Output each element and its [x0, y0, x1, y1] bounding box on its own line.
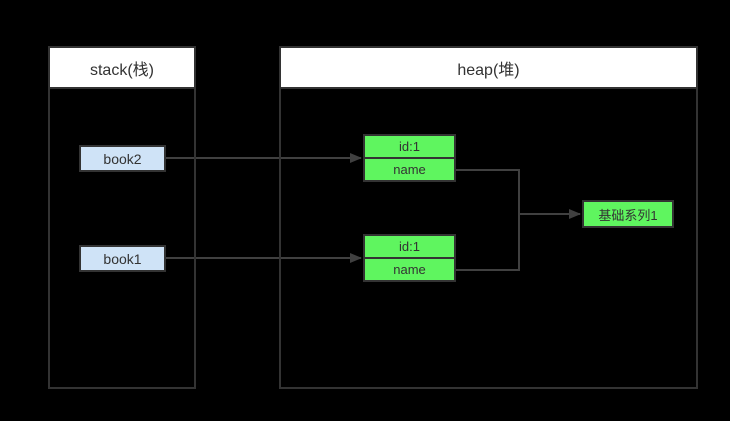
heap-object-1: id:1 name — [363, 134, 456, 182]
heap-object-2-id-field: id:1 — [365, 236, 454, 259]
heap-title: heap(堆) — [281, 48, 696, 89]
stack-container: stack(栈) — [48, 46, 196, 389]
heap-object-2-name-field: name — [393, 262, 426, 277]
stack-variable-book2: book2 — [79, 145, 166, 172]
heap-container: heap(堆) — [279, 46, 698, 389]
stack-title: stack(栈) — [50, 48, 194, 89]
heap-object-1-name-field: name — [393, 162, 426, 177]
heap-object-2: id:1 name — [363, 234, 456, 282]
heap-target-node: 基础系列1 — [582, 200, 674, 228]
stack-variable-book1: book1 — [79, 245, 166, 272]
heap-object-1-id-field: id:1 — [365, 136, 454, 159]
